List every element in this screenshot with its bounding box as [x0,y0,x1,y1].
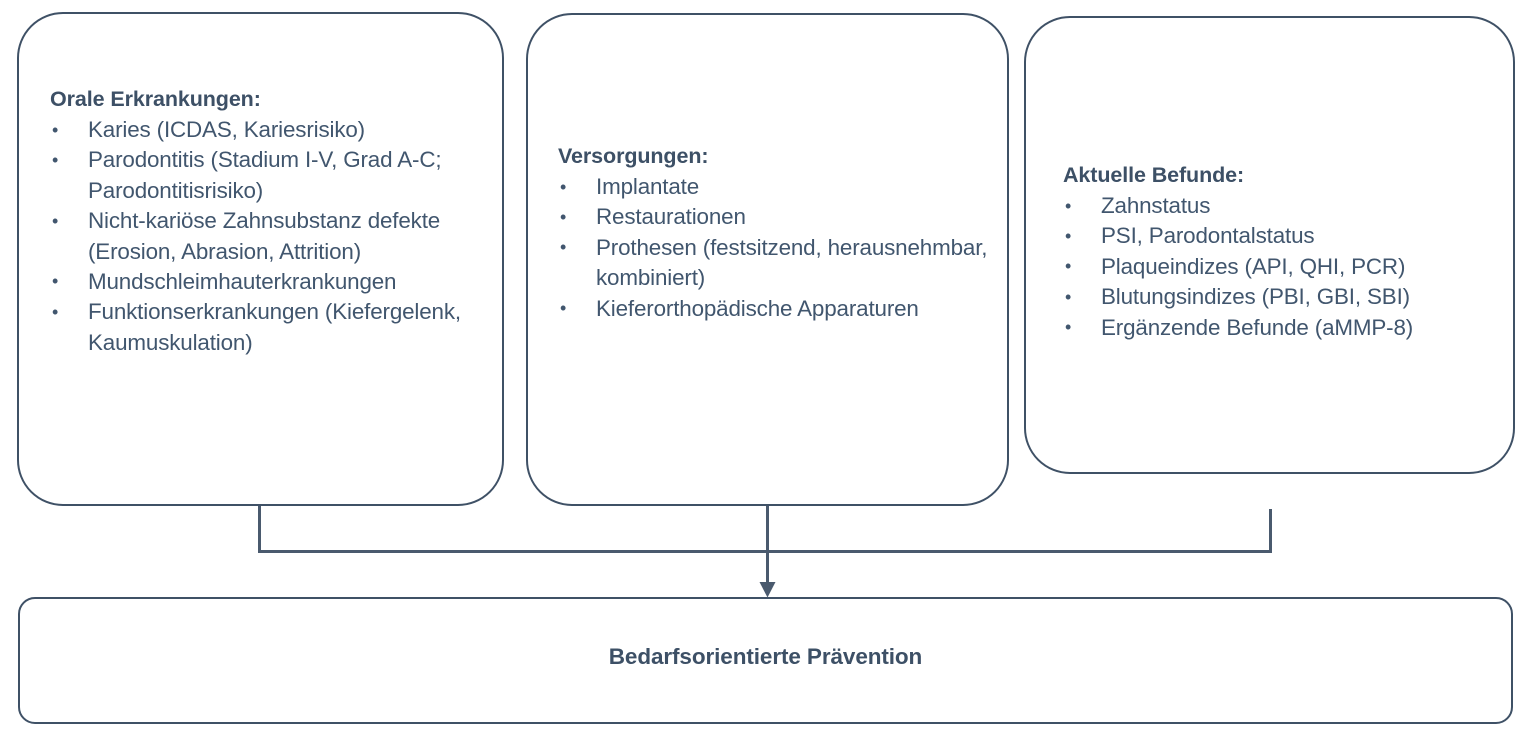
list-item: Funktionserkrankungen (Kiefergelenk, Kau… [50,297,488,358]
list-item: Kieferorthopädische Apparaturen [558,293,993,324]
result-box-prevention: Bedarfsorientierte Prävention [18,597,1513,724]
box-list-oral-diseases: Karies (ICDAS, Kariesrisiko) Parodontiti… [50,115,488,358]
box-heading-oral-diseases: Orale Erkrankungen: [50,87,261,111]
box-list-restorations: Implantate Restaurationen Prothesen (fes… [558,172,993,324]
list-item: Plaqueindizes (API, QHI, PCR) [1063,251,1499,282]
category-box-restorations: Versorgungen: Implantate Restaurationen … [526,13,1009,506]
list-item: Zahnstatus [1063,191,1499,222]
box-content-current-findings: Aktuelle Befunde: Zahnstatus PSI, Parodo… [1026,160,1513,343]
category-box-oral-diseases: Orale Erkrankungen: Karies (ICDAS, Karie… [17,12,504,506]
box-list-current-findings: Zahnstatus PSI, Parodontalstatus Plaquei… [1063,191,1499,343]
list-item: Prothesen (festsitzend, herausnehmbar, k… [558,232,993,294]
box-heading-restorations: Versorgungen: [558,144,709,168]
box-heading-current-findings: Aktuelle Befunde: [1063,163,1245,187]
list-item: Blutungsindizes (PBI, GBI, SBI) [1063,282,1499,313]
list-item: Implantate [558,172,993,203]
result-label: Bedarfsorientierte Prävention [608,644,923,669]
box-content-oral-diseases: Orale Erkrankungen: Karies (ICDAS, Karie… [19,84,502,358]
list-item: Parodontitis (Stadium I-V, Grad A-C; Par… [50,145,488,206]
list-item: Karies (ICDAS, Kariesrisiko) [50,115,488,146]
category-box-current-findings: Aktuelle Befunde: Zahnstatus PSI, Parodo… [1024,16,1515,474]
arrowhead-icon [759,582,776,598]
list-item: Restaurationen [558,202,993,233]
box-content-restorations: Versorgungen: Implantate Restaurationen … [528,141,1007,324]
list-item: PSI, Parodontalstatus [1063,221,1499,252]
list-item: Nicht-kariöse Zahnsubstanz defekte (Eros… [50,206,488,267]
list-item: Ergänzende Befunde (aMMP-8) [1063,312,1499,343]
list-item: Mundschleimhauterkrankungen [50,266,488,297]
